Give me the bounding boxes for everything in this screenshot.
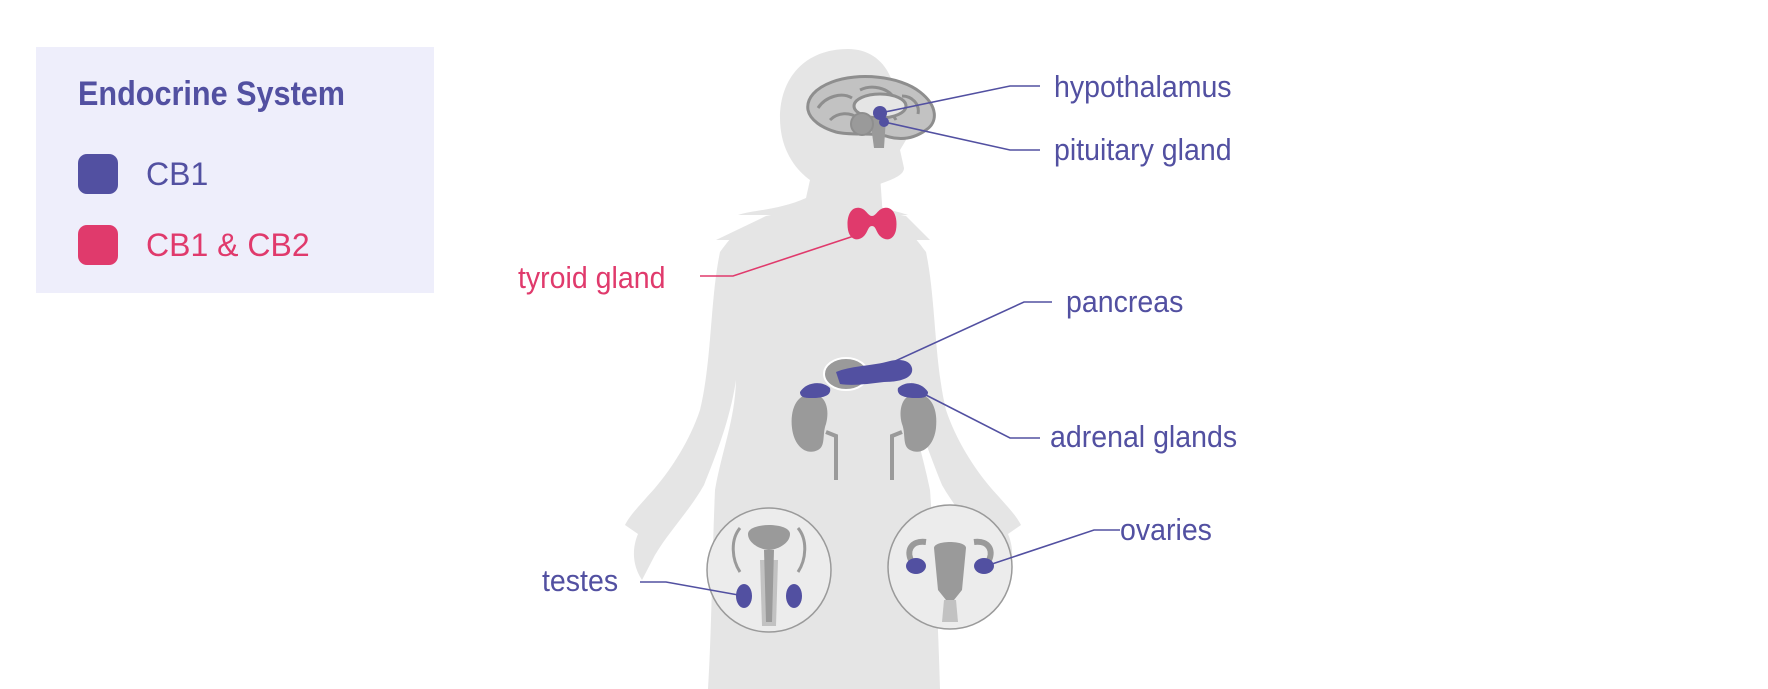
thyroid-icon bbox=[847, 207, 897, 240]
kidneys-icon bbox=[791, 394, 937, 480]
testes-inset bbox=[706, 507, 832, 633]
leader-pancreas bbox=[879, 301, 1052, 369]
label-pancreas: pancreas bbox=[1066, 284, 1184, 319]
legend-label-cb1: CB1 bbox=[146, 155, 209, 192]
label-thyroid-gland: tyroid gland bbox=[518, 260, 666, 295]
pancreas-icon bbox=[823, 357, 913, 391]
leader-ovaries bbox=[985, 529, 1120, 567]
legend-item-cb1-cb2: CB1 & CB2 bbox=[78, 225, 310, 265]
leader-hypothalamus bbox=[879, 85, 1040, 114]
label-hypothalamus: hypothalamus bbox=[1054, 69, 1232, 104]
legend-swatch-cb1-cb2 bbox=[78, 225, 118, 265]
ovaries-inset bbox=[887, 504, 1013, 630]
leader-adrenal bbox=[919, 391, 1040, 439]
legend-panel: Endocrine System CB1 CB1 & CB2 bbox=[36, 47, 434, 293]
label-testes: testes bbox=[542, 563, 619, 598]
leader-thyroid bbox=[700, 231, 867, 277]
label-ovaries: ovaries bbox=[1120, 512, 1212, 547]
label-adrenal-glands: adrenal glands bbox=[1050, 419, 1238, 454]
legend-label-cb1-cb2: CB1 & CB2 bbox=[146, 226, 310, 263]
legend-swatch-cb1 bbox=[78, 154, 118, 194]
brain-icon bbox=[806, 75, 936, 148]
leader-lines bbox=[640, 85, 1120, 597]
leader-testes bbox=[640, 581, 745, 597]
adrenal-glands-icon bbox=[800, 383, 928, 398]
legend-item-cb1: CB1 bbox=[78, 154, 208, 194]
label-pituitary-gland: pituitary gland bbox=[1054, 132, 1232, 167]
leader-pituitary bbox=[883, 121, 1040, 151]
legend-title: Endocrine System bbox=[78, 75, 345, 113]
